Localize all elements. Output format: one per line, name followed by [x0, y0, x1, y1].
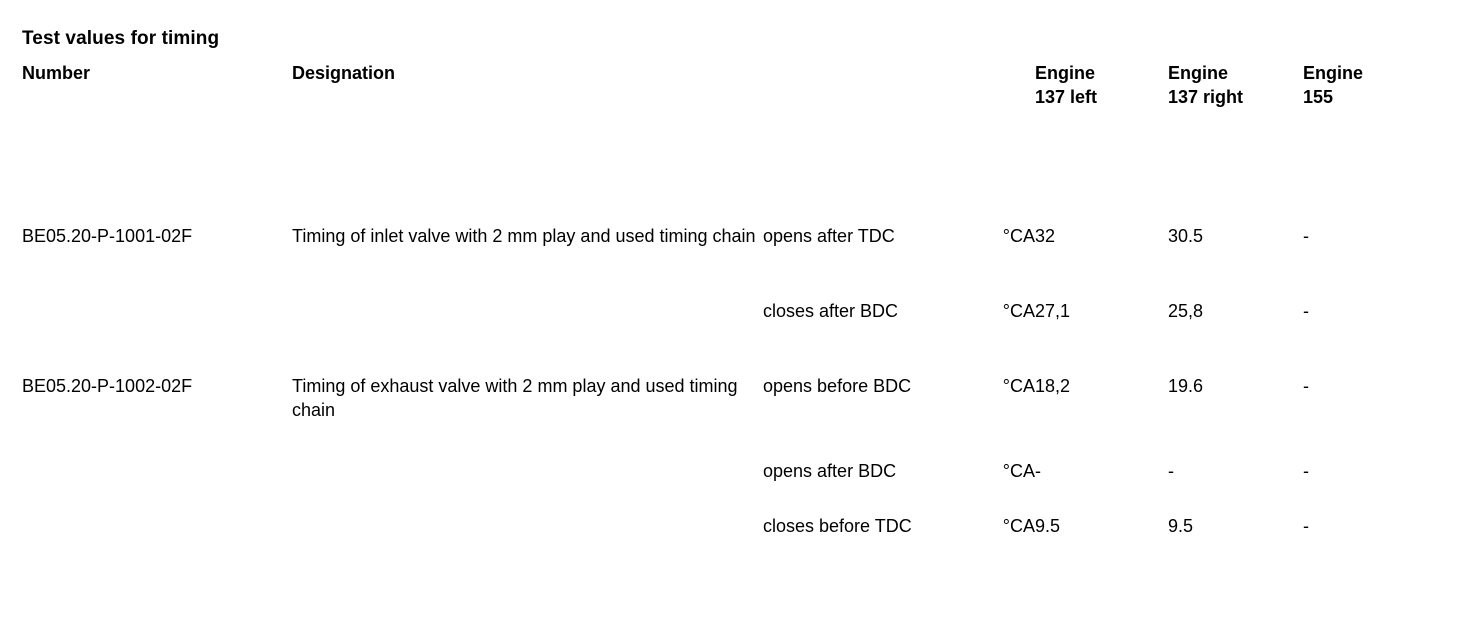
value-engine-137-left-0-1: 27,1 [1035, 301, 1071, 321]
value-engine-137-right-1-0: 19.6 [1168, 376, 1204, 396]
cell-engine-137-left-1-2: 9.5 [1035, 514, 1168, 586]
value-engine-155-0-0: - [1303, 226, 1309, 246]
cell-engine-137-left-1-1: - [1035, 459, 1168, 514]
header-cell-number: Number [22, 61, 292, 224]
cell-engine-137-right-1-2: 9.5 [1168, 514, 1303, 586]
cell-engine-155-0-0: - [1303, 224, 1439, 299]
cell-engine-137-right-1-1: - [1168, 459, 1303, 514]
label-unit-0-0: °CA [1002, 226, 1035, 246]
label-unit-1-2: °CA [1002, 516, 1035, 536]
header-cell-designation: Designation [292, 61, 763, 224]
label-parameter-0-0: opens after TDC [763, 226, 895, 246]
cell-parameter-0-1: closes after BDC °CA [763, 299, 1035, 374]
cell-engine-137-left-0-1: 27,1 [1035, 299, 1168, 374]
test-values-table: Number Designation Engine 137 left Engin… [22, 61, 1439, 586]
cell-engine-155-1-2: - [1303, 514, 1439, 586]
table-row: BE05.20-P-1001-02F Timing of inlet valve… [22, 224, 1439, 299]
value-engine-137-left-1-0: 18,2 [1035, 376, 1071, 396]
value-designation-0: Timing of inlet valve with 2 mm play and… [292, 226, 756, 246]
cell-engine-137-right-1-0: 19.6 [1168, 374, 1303, 459]
value-engine-137-right-0-1: 25,8 [1168, 301, 1204, 321]
cell-parameter-1-2: closes before TDC °CA [763, 514, 1035, 586]
value-engine-155-0-1: - [1303, 301, 1309, 321]
value-engine-137-left-1-1: - [1035, 461, 1041, 481]
value-engine-137-left-1-2: 9.5 [1035, 516, 1061, 536]
cell-parameter-1-1: opens after BDC °CA [763, 459, 1035, 514]
table-row: closes before TDC °CA 9.5 9.5 - [22, 514, 1439, 586]
table-row: closes after BDC °CA 27,1 25,8 - [22, 299, 1439, 374]
label-unit-1-1: °CA [1002, 461, 1035, 481]
cell-parameter-0-0: opens after TDC °CA [763, 224, 1035, 299]
value-engine-137-right-1-1: - [1168, 461, 1174, 481]
cell-designation-0: Timing of inlet valve with 2 mm play and… [292, 224, 763, 374]
value-number-1: BE05.20-P-1002-02F [22, 376, 193, 396]
header-label-number: Number [22, 63, 91, 83]
table-row: BE05.20-P-1002-02F Timing of exhaust val… [22, 374, 1439, 459]
header-cell-engine-137-right: Engine 137 right [1168, 61, 1303, 224]
label-parameter-0-1: closes after BDC [763, 301, 899, 321]
page-title: Test values for timing [22, 28, 220, 49]
cell-engine-155-1-0: - [1303, 374, 1439, 459]
header-cell-engine-137-left: Engine 137 left [1035, 61, 1168, 224]
header-label-designation: Designation [292, 63, 396, 83]
value-number-0: BE05.20-P-1001-02F [22, 226, 193, 246]
value-engine-137-right-0-0: 30.5 [1168, 226, 1204, 246]
label-parameter-1-0: opens before BDC [763, 376, 912, 396]
header-cell-engine-155: Engine 155 [1303, 61, 1439, 224]
header-label-engine-137-left-line2: 137 left [1035, 87, 1098, 107]
label-unit-0-1: °CA [1002, 301, 1035, 321]
cell-engine-137-left-0-0: 32 [1035, 224, 1168, 299]
value-engine-137-right-1-2: 9.5 [1168, 516, 1194, 536]
value-engine-155-1-2: - [1303, 516, 1309, 536]
label-parameter-1-1: opens after BDC [763, 461, 897, 481]
cell-engine-137-left-1-0: 18,2 [1035, 374, 1168, 459]
value-engine-155-1-0: - [1303, 376, 1309, 396]
header-label-engine-137-right-line1: Engine [1168, 63, 1229, 83]
table-header-row: Number Designation Engine 137 left Engin… [22, 61, 1439, 224]
cell-engine-155-1-1: - [1303, 459, 1439, 514]
label-parameter-1-2: closes before TDC [763, 516, 912, 536]
value-designation-1: Timing of exhaust valve with 2 mm play a… [292, 376, 738, 420]
label-unit-1-0: °CA [1002, 376, 1035, 396]
cell-engine-137-right-0-0: 30.5 [1168, 224, 1303, 299]
header-label-engine-137-right-line2: 137 right [1168, 87, 1244, 107]
cell-number-1: BE05.20-P-1002-02F [22, 374, 292, 586]
header-label-engine-137-left-line1: Engine [1035, 63, 1096, 83]
value-engine-137-left-0-0: 32 [1035, 226, 1056, 246]
cell-parameter-1-0: opens before BDC °CA [763, 374, 1035, 459]
header-cell-parameter [763, 61, 1035, 224]
cell-engine-137-right-0-1: 25,8 [1168, 299, 1303, 374]
cell-number-0: BE05.20-P-1001-02F [22, 224, 292, 374]
table-row: opens after BDC °CA - - - [22, 459, 1439, 514]
header-label-engine-155-line1: Engine [1303, 63, 1364, 83]
cell-designation-1: Timing of exhaust valve with 2 mm play a… [292, 374, 763, 586]
header-label-engine-155-line2: 155 [1303, 87, 1334, 107]
cell-engine-155-0-1: - [1303, 299, 1439, 374]
value-engine-155-1-1: - [1303, 461, 1309, 481]
